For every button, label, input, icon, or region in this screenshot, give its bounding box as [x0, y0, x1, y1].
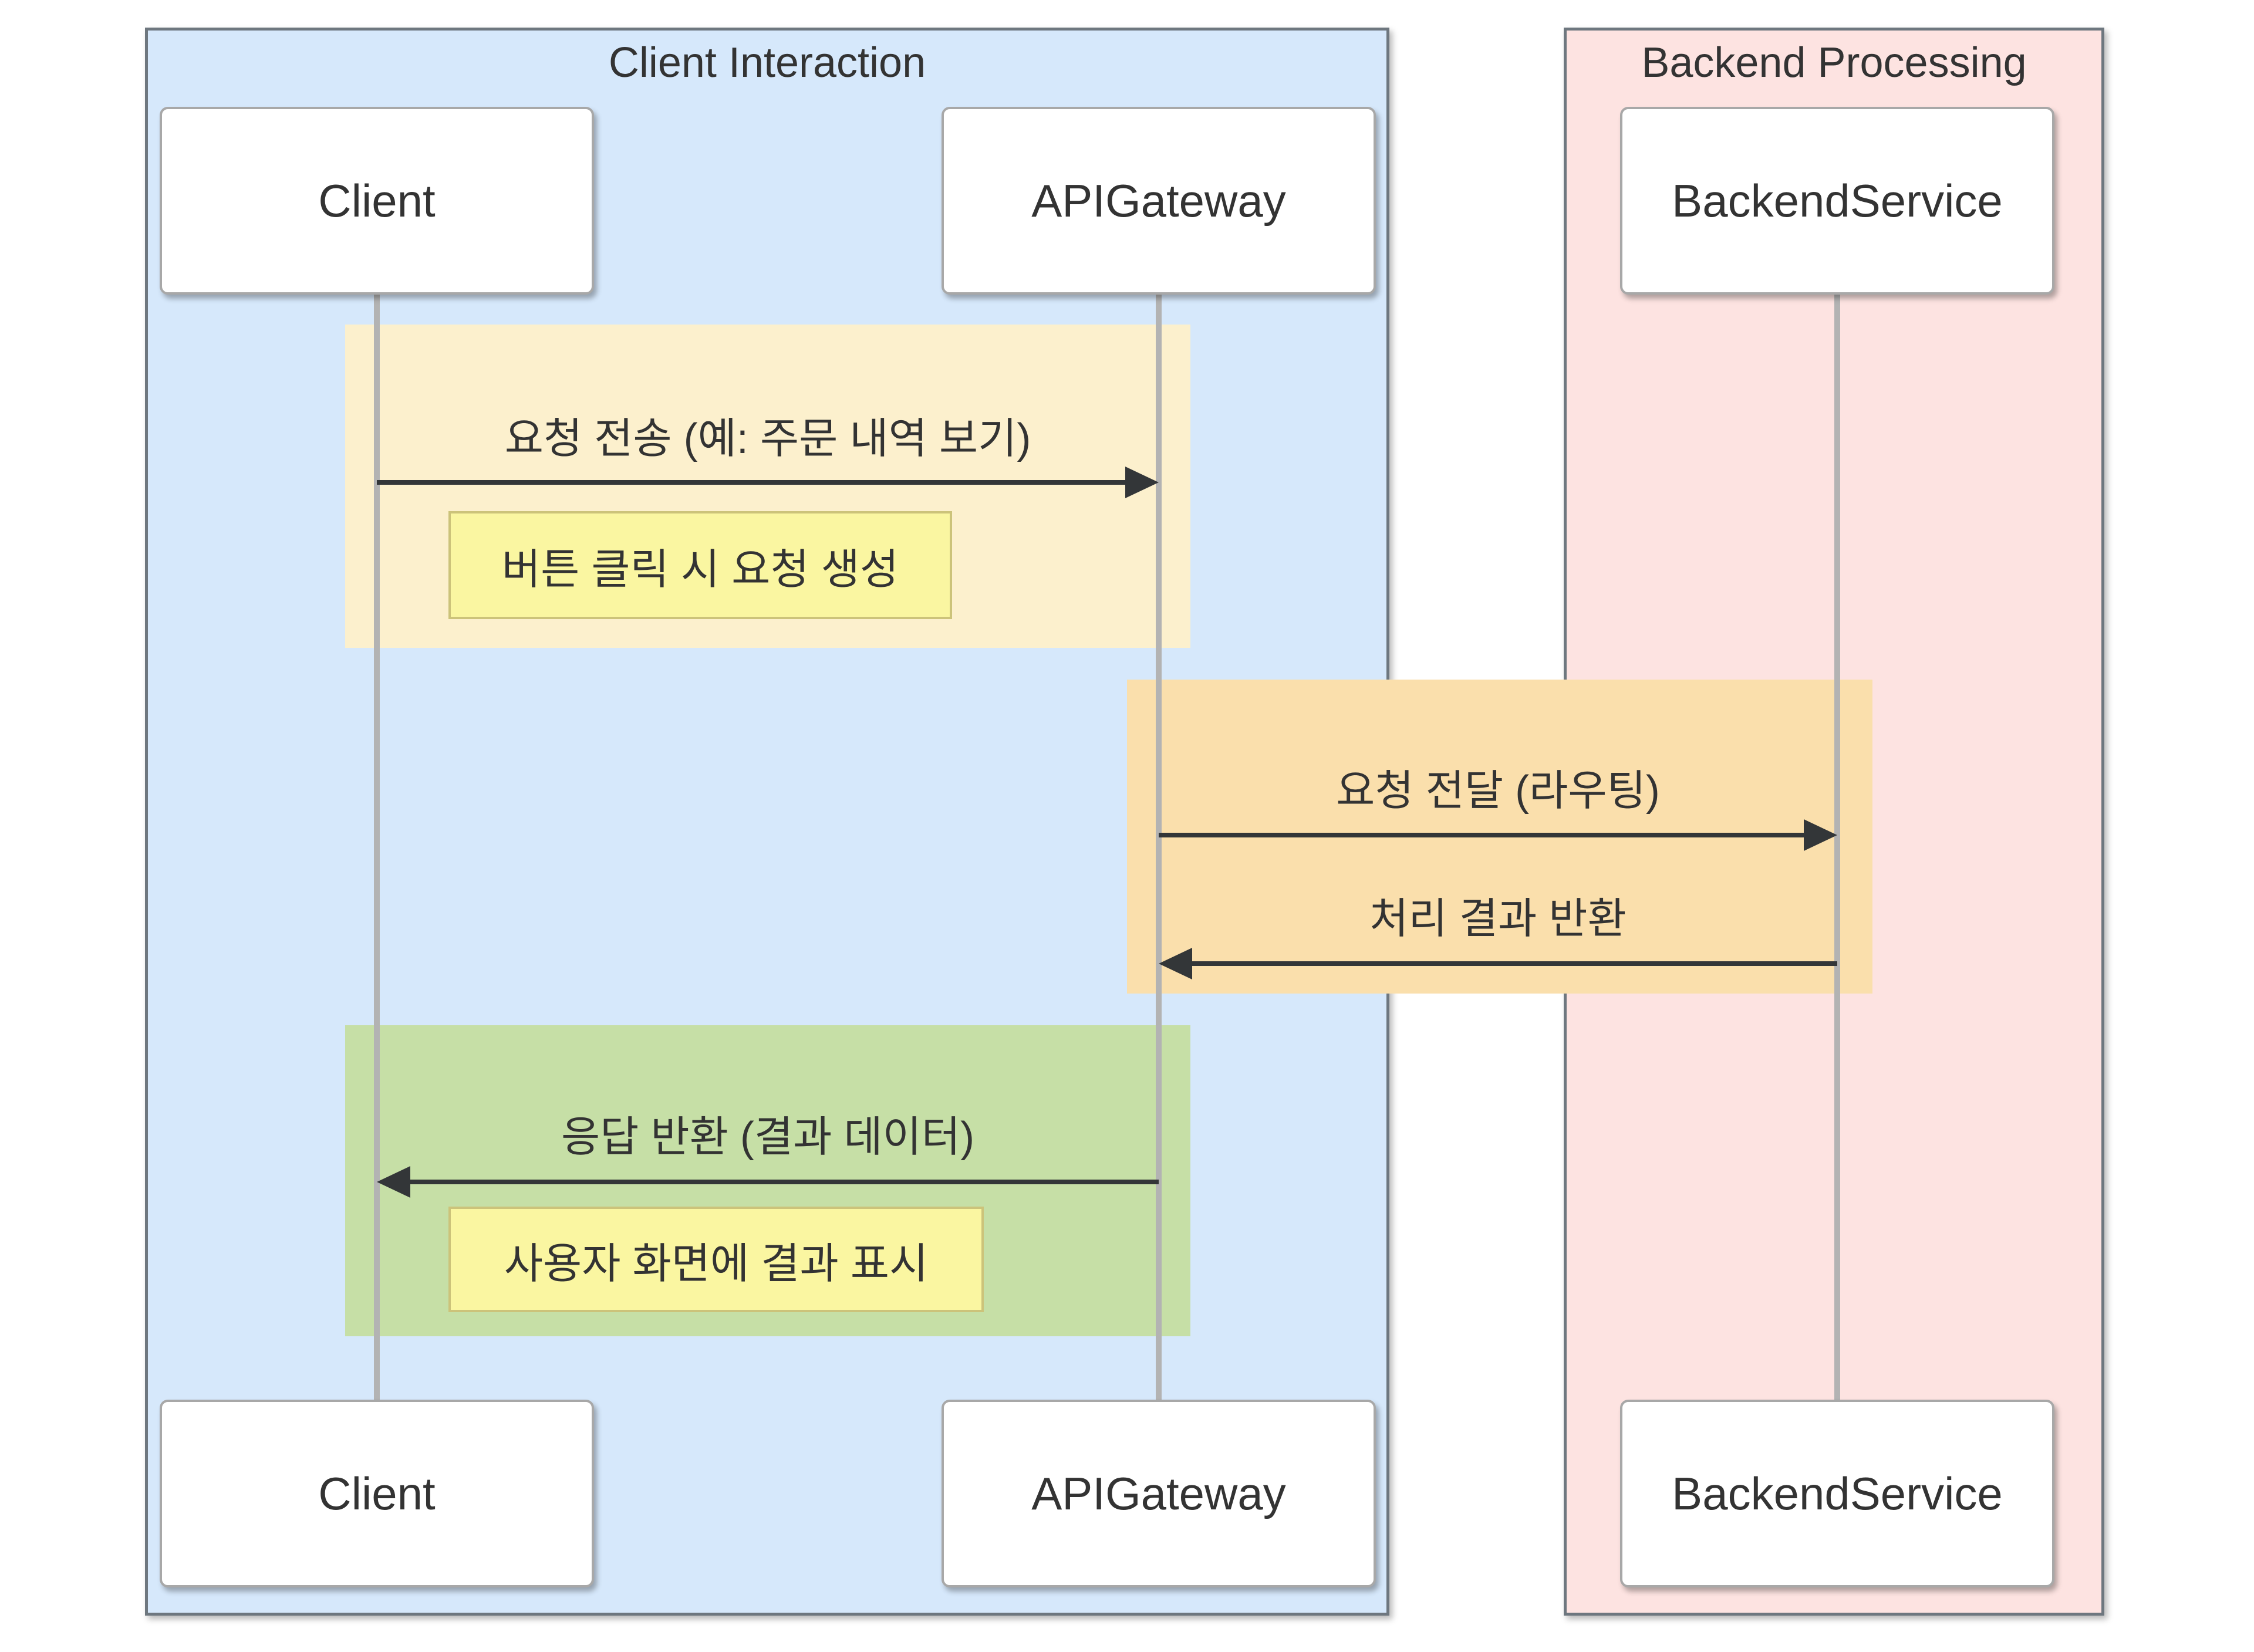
note-button-click-text: 버튼 클릭 시 요청 생성 [501, 546, 899, 593]
actor-client-label: Client [318, 1467, 436, 1519]
actor-apigateway-label: APIGateway [1031, 1467, 1286, 1519]
note-display-result-text: 사용자 화면에 결과 표시 [504, 1240, 929, 1288]
actor-backendservice-label: BackendService [1672, 1467, 2003, 1519]
message-1-line [377, 480, 1128, 485]
actor-apigateway-bottom: APIGateway [942, 1400, 1376, 1587]
actor-backendservice-top: BackendService [1620, 107, 2054, 295]
actor-apigateway-label: APIGateway [1031, 174, 1286, 227]
actor-backendservice-bottom: BackendService [1620, 1400, 2054, 1587]
actor-client-bottom: Client [160, 1400, 594, 1587]
actor-apigateway-top: APIGateway [942, 107, 1376, 295]
group-backend-processing-title: Backend Processing [1641, 39, 2027, 86]
message-3-arrowhead-icon [1159, 948, 1192, 979]
actor-client-label: Client [318, 174, 436, 227]
note-display-result: 사용자 화면에 결과 표시 [448, 1207, 984, 1312]
message-3-line [1192, 961, 1837, 966]
note-button-click: 버튼 클릭 시 요청 생성 [448, 511, 952, 619]
message-2-label: 요청 전달 (라우팅) [1336, 768, 1660, 815]
lifeline-client [374, 295, 380, 1400]
message-4-label: 응답 반환 (결과 데이터) [561, 1114, 975, 1161]
lifeline-backendservice [1834, 295, 1840, 1400]
message-1-arrowhead-icon [1125, 467, 1159, 498]
actor-client-top: Client [160, 107, 594, 295]
message-3-label: 처리 결과 반환 [1369, 896, 1627, 942]
message-4-line [410, 1180, 1159, 1184]
group-client-interaction-title: Client Interaction [608, 39, 926, 86]
message-4-arrowhead-icon [377, 1166, 410, 1198]
message-1-label: 요청 전송 (예: 주문 내역 보기) [504, 415, 1031, 462]
lifeline-apigateway [1156, 295, 1162, 1400]
actor-backendservice-label: BackendService [1672, 174, 2003, 227]
message-2-line [1159, 833, 1804, 837]
message-2-arrowhead-icon [1804, 819, 1837, 851]
